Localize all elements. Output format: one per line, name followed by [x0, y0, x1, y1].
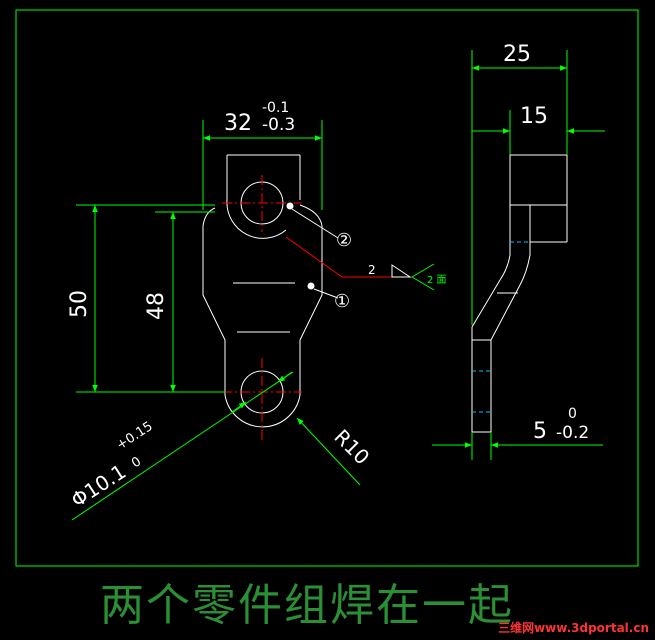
weld-point-1	[307, 282, 315, 290]
side-view: 25 15 5 0 -0.2	[432, 42, 605, 460]
dim-top-width-15	[472, 110, 605, 155]
dim-thickness-value: 5	[533, 419, 547, 444]
weld-triangle-symbol	[391, 264, 412, 278]
dim-radius-value: R10	[329, 425, 374, 470]
dim-thickness-upper-tol: 0	[568, 406, 577, 422]
front-view: ② ① 2 2 面 32 -0.1 -0.3 50	[67, 100, 447, 521]
dim-radius-leader	[296, 417, 361, 486]
dim-hole-upper-tol: +0.15	[114, 419, 156, 453]
dim-hole-lower-tol: 0	[129, 454, 144, 471]
dim-width-upper-tol: -0.1	[262, 100, 289, 116]
dim-top-width-value: 15	[520, 104, 548, 129]
side-profile	[471, 154, 568, 433]
dim-overall-width-value: 25	[503, 42, 531, 67]
dim-thickness-5	[432, 432, 603, 460]
balloon-1: ①	[334, 291, 350, 312]
weld-tail-1	[411, 263, 435, 278]
weld-tail-2	[411, 276, 435, 291]
dim-height-50-value: 50	[67, 290, 92, 318]
dim-width-lower-tol: -0.3	[262, 115, 295, 135]
site-watermark: 三维网www.3dportal.cn	[498, 621, 649, 635]
upper-part-outline	[226, 154, 301, 239]
dim-width-value: 32	[224, 111, 252, 136]
balloon-2: ②	[336, 230, 352, 251]
dim-hole-dia-value: Φ10.1	[67, 459, 131, 512]
drawing-caption: 两个零件组焊在一起	[100, 580, 514, 631]
weld-point-2	[286, 202, 294, 210]
dim-thickness-lower-tol: -0.2	[556, 423, 589, 443]
drawing-frame	[15, 9, 639, 567]
dim-height-48-value: 48	[144, 292, 169, 320]
dim-hole-diameter	[71, 371, 294, 521]
dim-overall-width-25	[471, 50, 568, 325]
dim-height-50	[76, 204, 225, 393]
centerlines	[222, 175, 302, 440]
weld-symbol-text: 2 面	[427, 275, 447, 286]
weld-size: 2	[368, 263, 376, 277]
side-hidden-lines	[472, 241, 530, 413]
dim-height-48	[155, 211, 215, 392]
balloon-leaders	[291, 208, 339, 299]
dim-width-32	[202, 120, 323, 210]
